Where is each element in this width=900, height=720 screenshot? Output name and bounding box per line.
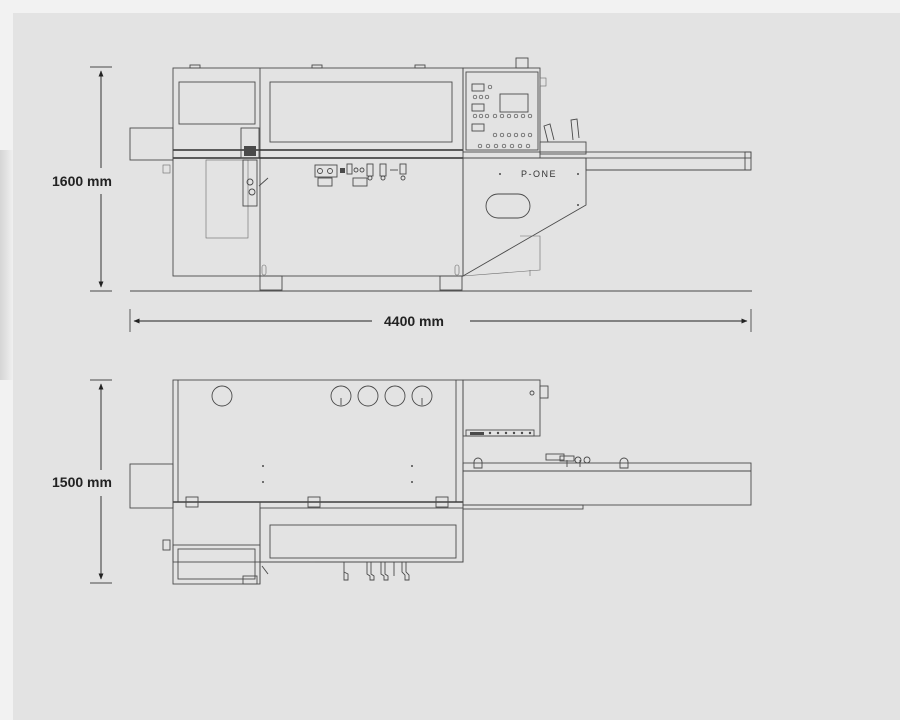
top-view-machine xyxy=(129,379,752,585)
top-infeed-box xyxy=(129,463,174,509)
top-spindle-1 xyxy=(211,385,233,407)
front-control-block xyxy=(314,164,338,178)
top-control-cabinet xyxy=(462,379,541,437)
brand-plate-text: P-ONE xyxy=(521,169,557,179)
top-outfeed-table xyxy=(462,462,752,506)
length-dimension: 4400 mm xyxy=(129,309,752,332)
top-lower-left-housing xyxy=(172,544,261,585)
front-outfeed-table xyxy=(539,151,752,159)
width-dimension-label: 1500 mm xyxy=(52,474,112,490)
top-spindle-2 xyxy=(330,385,352,407)
top-spindle-4 xyxy=(384,385,406,407)
front-spindle-unit xyxy=(242,159,258,207)
front-window-main xyxy=(269,81,453,143)
length-dimension-label: 4400 mm xyxy=(384,313,444,329)
front-infeed-box xyxy=(129,127,174,161)
top-main-body xyxy=(172,379,464,503)
front-view-machine: P-ONE xyxy=(129,57,752,292)
front-window-left xyxy=(178,81,256,125)
top-lower-section xyxy=(172,501,464,563)
width-dimension: 1500 mm xyxy=(52,379,112,584)
page-edge-strip xyxy=(0,150,13,380)
front-housing-window xyxy=(485,193,531,219)
height-dimension-label: 1600 mm xyxy=(52,173,112,189)
top-spindle-3 xyxy=(357,385,379,407)
front-control-screen xyxy=(499,93,529,113)
front-control-cabinet xyxy=(462,67,541,153)
front-angled-housing xyxy=(462,157,587,277)
top-spindle-5 xyxy=(411,385,433,407)
drawing-panel xyxy=(13,13,900,720)
height-dimension: 1600 mm xyxy=(52,66,112,292)
